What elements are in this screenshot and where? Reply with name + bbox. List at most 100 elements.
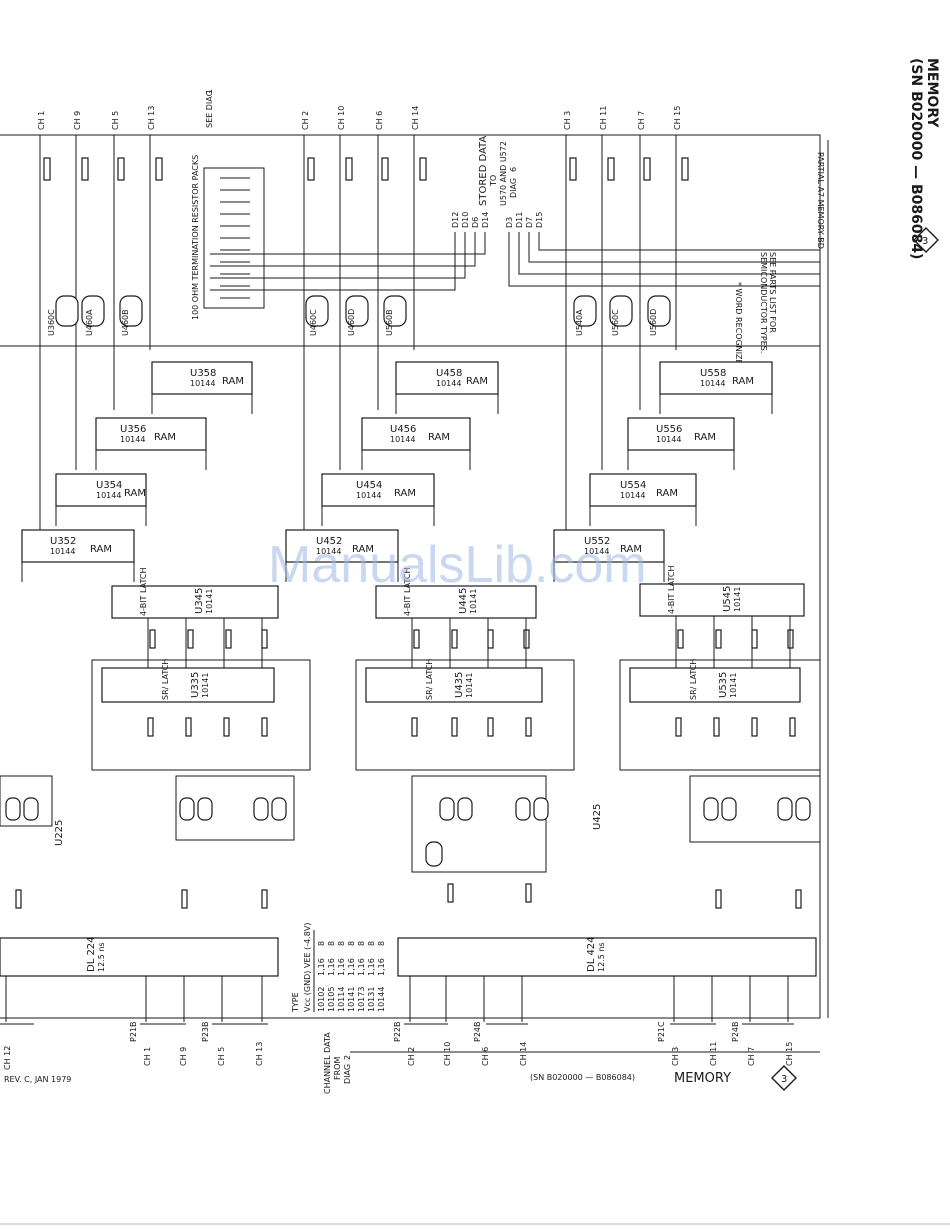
svg-text:12.5 ns: 12.5 ns <box>97 942 106 972</box>
svg-text:1,16: 1,16 <box>337 958 346 976</box>
svg-text:TO: TO <box>489 175 498 187</box>
svg-text:U352: U352 <box>50 536 76 547</box>
svg-text:10144: 10144 <box>96 491 121 500</box>
svg-text:CH 12: CH 12 <box>3 1046 12 1070</box>
connector-label: P22B <box>393 1022 402 1043</box>
svg-text:* WORD RECOGNIZER BD: * WORD RECOGNIZER BD <box>734 282 743 384</box>
latch-u545: 4-BIT LATCH U545 10141 <box>639 566 805 617</box>
svg-text:10173: 10173 <box>357 987 366 1012</box>
svg-text:RAM: RAM <box>90 544 112 555</box>
svg-text:10105: 10105 <box>327 987 336 1012</box>
svg-text:3: 3 <box>781 1074 787 1085</box>
delay-line-dl424: DL 424 12.5 ns <box>397 936 817 977</box>
svg-text:U558: U558 <box>700 368 726 379</box>
latch-u435: SR/ LATCH U435 10141 <box>365 659 543 703</box>
svg-text:RAM: RAM <box>656 488 678 499</box>
svg-text:10141: 10141 <box>201 673 210 698</box>
top-ch-label: CH 6 <box>375 111 384 130</box>
svg-text:1,16: 1,16 <box>317 958 326 976</box>
svg-text:8: 8 <box>357 941 366 946</box>
ram-u558: U558 10144 RAM <box>659 361 773 395</box>
svg-text:10141: 10141 <box>729 673 738 698</box>
svg-text:6: 6 <box>509 167 518 172</box>
footer-badge: 3 <box>771 1065 797 1091</box>
svg-text:4-BIT LATCH: 4-BIT LATCH <box>403 568 412 616</box>
connector-label: P21B <box>129 1022 138 1043</box>
svg-text:RAM: RAM <box>154 432 176 443</box>
svg-text:SEE PARTS LIST FOR: SEE PARTS LIST FOR <box>768 252 777 333</box>
svg-text:D3: D3 <box>505 217 514 228</box>
svg-text:DIAG: DIAG <box>343 1064 352 1084</box>
svg-text:RAM: RAM <box>394 488 416 499</box>
top-resistors <box>43 157 689 181</box>
section-frame <box>91 659 311 771</box>
gate-label: U560D <box>649 309 658 336</box>
svg-text:RAM: RAM <box>352 544 374 555</box>
footer-title: MEMORY <box>674 1071 731 1086</box>
termination-label: 100 OHM TERMINATION RESISTOR PACKS <box>191 155 200 320</box>
svg-text:8: 8 <box>367 941 376 946</box>
top-channel-labels: CH 1 CH 9 CH 5 CH 13 CH 2 CH 10 CH 6 CH … <box>37 106 682 130</box>
title-line-2: (SN B020000 — B086084) <box>908 58 924 259</box>
svg-text:U554: U554 <box>620 480 646 491</box>
gate-label: U560B <box>385 309 394 336</box>
svg-text:U425: U425 <box>592 804 603 830</box>
ram-u454: U454 10144 RAM <box>321 473 435 507</box>
connector-label: P24B <box>731 1022 740 1043</box>
gate-label: U460C <box>309 309 318 336</box>
gate-label: U360C <box>47 309 56 336</box>
latch-u345: 4-BIT LATCH U345 10141 <box>111 568 279 619</box>
top-ch-label: CH 1 <box>37 111 46 130</box>
svg-text:2: 2 <box>343 1055 352 1060</box>
svg-text:Vcc (GND): Vcc (GND) <box>303 971 312 1012</box>
ram-u354: U354 10144 RAM <box>55 473 147 507</box>
svg-text:10141: 10141 <box>733 587 742 612</box>
bottom-channel-labels: CH 12 CH 1 CH 9 CH 5 CH 13 CH 2 CH 10 CH… <box>3 1042 794 1070</box>
svg-text:10131: 10131 <box>367 987 376 1012</box>
section-frame <box>619 659 821 771</box>
lower-wiring <box>5 616 791 1022</box>
connector-label: P21C <box>657 1021 666 1042</box>
svg-text:10141: 10141 <box>469 589 478 614</box>
svg-text:D6: D6 <box>471 217 480 228</box>
footer-serial: (SN B020000 — B086084) <box>530 1073 635 1082</box>
svg-text:1,16: 1,16 <box>367 958 376 976</box>
svg-text:10141: 10141 <box>465 673 474 698</box>
ram-u556: U556 10144 RAM <box>627 417 735 451</box>
svg-text:D11: D11 <box>515 212 524 228</box>
see-diag-label: SEE DIAG 1 <box>205 89 214 128</box>
ram-u358: U358 10144 RAM <box>151 361 253 395</box>
svg-text:D15: D15 <box>535 212 544 228</box>
svg-text:CH 5: CH 5 <box>217 1047 226 1066</box>
svg-text:DIAG: DIAG <box>509 178 518 198</box>
gate-group-u425: U425 <box>411 775 603 873</box>
svg-text:10144: 10144 <box>620 491 645 500</box>
sheet-title: MEMORY (SN B020000 — B086084) <box>908 58 940 259</box>
latch-resistors <box>147 629 796 737</box>
svg-text:1,16: 1,16 <box>377 958 386 976</box>
svg-text:CH 13: CH 13 <box>255 1042 264 1066</box>
top-ch-label: CH 10 <box>337 106 346 130</box>
top-ch-label: CH 7 <box>637 111 646 130</box>
latch-u535: SR/ LATCH U535 10141 <box>629 659 801 703</box>
svg-text:10144: 10144 <box>390 435 415 444</box>
svg-text:CH 1: CH 1 <box>143 1047 152 1066</box>
svg-text:TYPE: TYPE <box>291 992 300 1013</box>
svg-text:DL 224: DL 224 <box>86 936 97 972</box>
svg-text:RAM: RAM <box>222 376 244 387</box>
connector-row: P21B P23B P22B P24B P21C P24B <box>0 1021 794 1042</box>
svg-text:10144: 10144 <box>120 435 145 444</box>
svg-text:U345: U345 <box>194 588 205 614</box>
svg-text:10141: 10141 <box>205 589 214 614</box>
svg-text:VEE (-4.8V): VEE (-4.8V) <box>303 923 312 968</box>
delay-line-dl224: DL 224 12.5 ns <box>0 936 279 977</box>
diagram-badge: 3 <box>913 227 939 253</box>
svg-text:4-BIT LATCH: 4-BIT LATCH <box>139 568 148 616</box>
ram-u356: U356 10144 RAM <box>95 417 207 451</box>
svg-text:RAM: RAM <box>620 544 642 555</box>
svg-text:10114: 10114 <box>337 987 346 1012</box>
svg-text:U454: U454 <box>356 480 382 491</box>
gate-u460d <box>345 295 369 327</box>
svg-text:1,16: 1,16 <box>327 958 336 976</box>
svg-text:1,16: 1,16 <box>347 958 356 976</box>
